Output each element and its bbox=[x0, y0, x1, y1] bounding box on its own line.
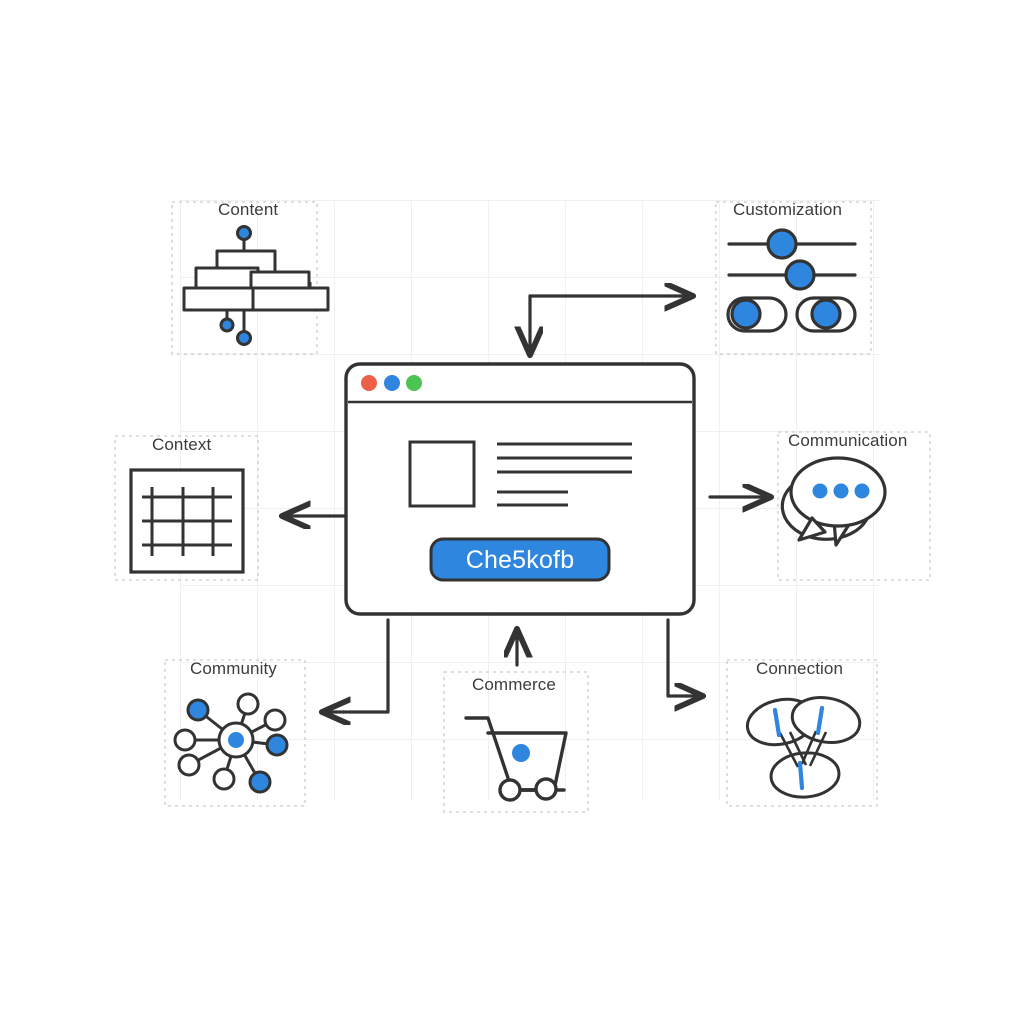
linked-nodes-icon bbox=[745, 696, 862, 799]
module-box-context bbox=[114, 435, 259, 581]
image-placeholder bbox=[408, 440, 476, 508]
label-content: Content bbox=[218, 200, 279, 219]
grid-frame-icon bbox=[129, 468, 245, 574]
label-connection: Connection bbox=[756, 659, 844, 678]
label-communication: Communication bbox=[788, 431, 908, 450]
label-context: Context bbox=[152, 435, 212, 454]
close-dot bbox=[361, 375, 377, 391]
module-box-community bbox=[164, 659, 306, 807]
module-box-customization bbox=[715, 201, 872, 355]
label-commerce: Commerce bbox=[472, 675, 556, 694]
shopping-cart-icon bbox=[464, 716, 568, 802]
speech-bubbles-icon bbox=[780, 456, 887, 547]
network-hub-icon bbox=[173, 692, 289, 794]
maximize-dot bbox=[406, 375, 422, 391]
hierarchy-tree-icon bbox=[182, 225, 330, 346]
label-customization: Customization bbox=[733, 200, 843, 219]
module-box-content bbox=[171, 201, 318, 355]
label-community: Community bbox=[190, 659, 277, 678]
cta-button-shape bbox=[429, 537, 611, 582]
cta-button-label[interactable]: Che5kofb bbox=[465, 546, 575, 574]
browser-window-frame bbox=[344, 362, 696, 616]
minimize-dot bbox=[384, 375, 400, 391]
arrow-to-community bbox=[325, 618, 390, 712]
module-box-connection bbox=[726, 659, 878, 807]
sliders-toggles-icon bbox=[726, 228, 857, 333]
arrow-to-connection bbox=[666, 618, 700, 696]
module-box-communication bbox=[777, 431, 931, 581]
module-box-commerce bbox=[443, 671, 589, 813]
